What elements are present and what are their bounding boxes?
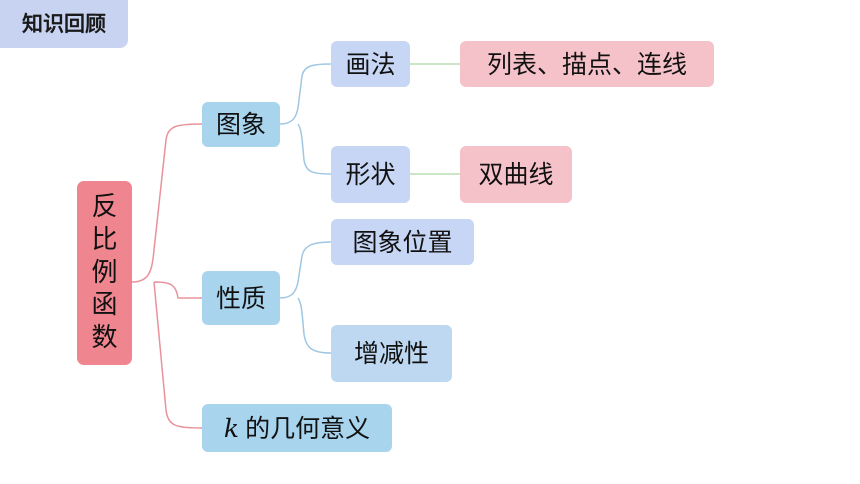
k-meaning-label: 的几何意义 xyxy=(245,413,371,443)
root-char: 数 xyxy=(91,323,118,353)
root-char: 反 xyxy=(91,192,118,223)
node-image-position: 图象位置 xyxy=(331,219,474,265)
page-title: 知识回顾 xyxy=(0,0,128,48)
node-method: 画法 xyxy=(331,41,410,87)
branch-property: 性质 xyxy=(202,271,280,325)
root-char: 比 xyxy=(91,224,118,255)
root-char: 函 xyxy=(91,290,118,321)
root-char: 例 xyxy=(91,257,118,288)
leaf-hyperbola: 双曲线 xyxy=(460,146,572,203)
leaf-method-steps: 列表、描点、连线 xyxy=(460,41,714,87)
root-node: 反 比 例 函 数 xyxy=(77,181,132,365)
image-connector xyxy=(279,63,332,175)
k-variable: k xyxy=(223,413,240,443)
root-connector xyxy=(131,123,203,429)
branch-image: 图象 xyxy=(202,102,280,147)
node-monotonicity: 增减性 xyxy=(331,325,452,382)
property-connector xyxy=(279,241,332,354)
branch-k-meaning: k 的几何意义 xyxy=(202,404,392,452)
node-shape: 形状 xyxy=(331,146,410,203)
